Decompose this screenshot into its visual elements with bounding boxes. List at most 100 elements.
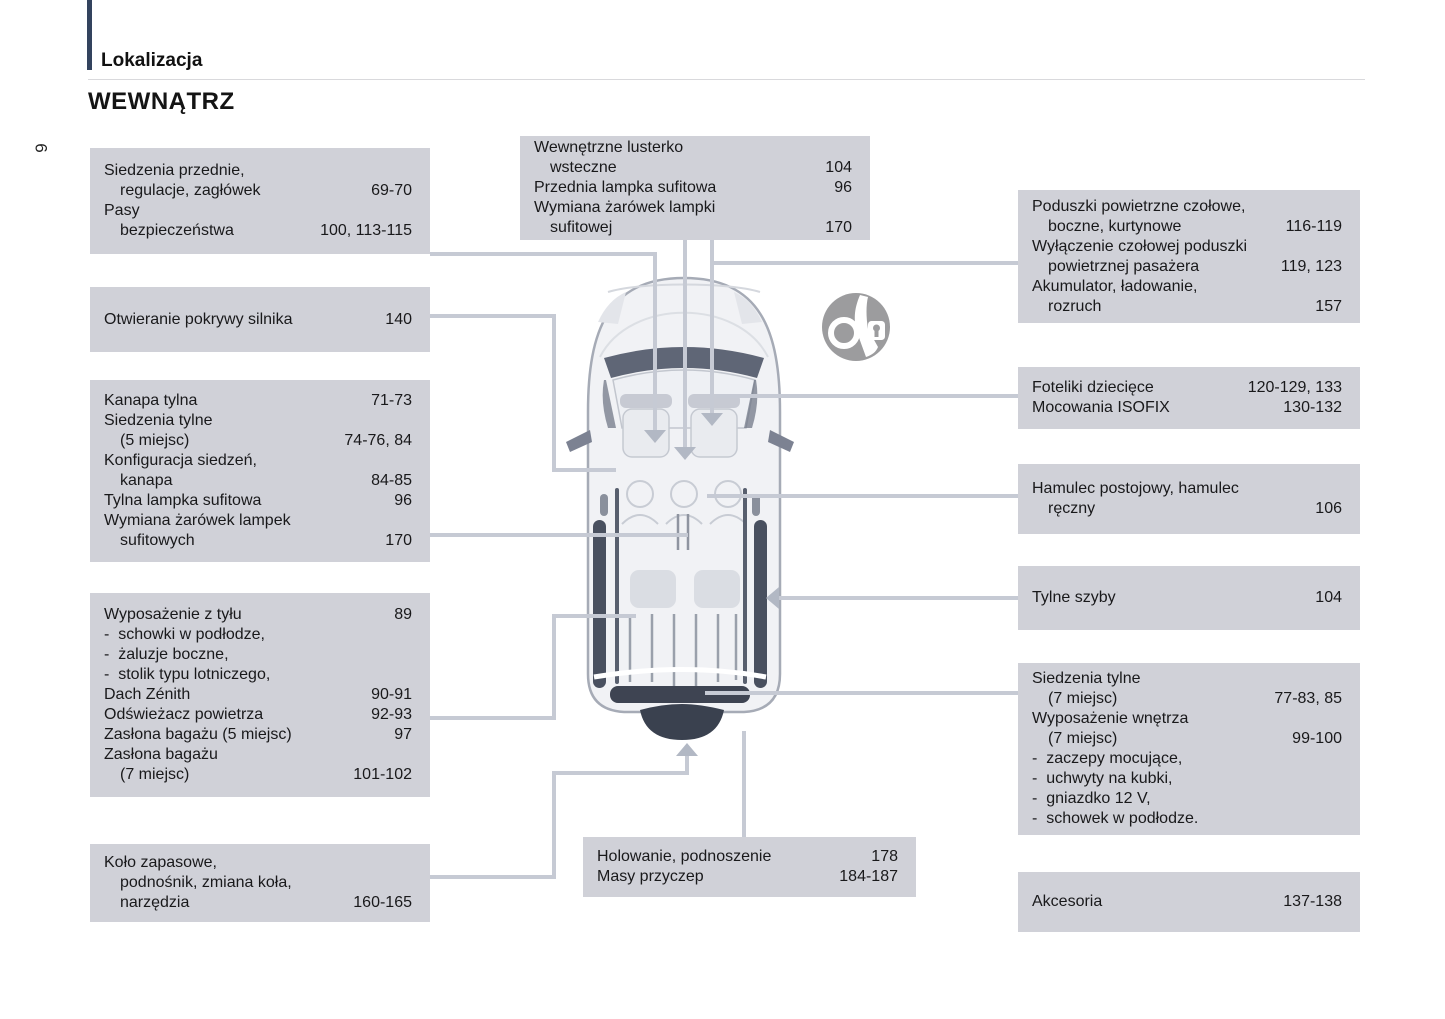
callout-line: Wyłączenie czołowej poduszki (1032, 237, 1342, 257)
callout-label: Wymiana żarówek lampek (104, 512, 291, 529)
callout-line: Zasłona bagażu (104, 745, 412, 765)
callout-label: Tylne szyby (1032, 589, 1116, 606)
callout-label: Odświeżacz powietrza (104, 706, 264, 723)
callout-line: - stolik typu lotniczego, (104, 665, 412, 685)
side-rails (615, 488, 747, 684)
callout-pages: 119, 123 (1280, 257, 1342, 275)
callout-line: Siedzenia przednie, (104, 161, 412, 181)
callout-airbags-battery: Poduszki powietrzne czołowe,boczne, kurt… (1018, 190, 1360, 323)
callout-pages: 90-91 (371, 686, 412, 703)
callout-line: sufitowej 170 (534, 218, 852, 238)
callout-line: (5 miejsc) 74-76, 84 (104, 431, 412, 451)
callout-label: Akcesoria (1032, 893, 1103, 910)
callout-pages: 106 (1315, 500, 1342, 517)
callout-label: - schowki w podłodze, (104, 626, 265, 643)
callout-line: - uchwyty na kubki, (1032, 769, 1342, 789)
callout-label: narzędzia (120, 894, 190, 911)
driver-seat-back (620, 394, 672, 408)
callout-label: Wewnętrzne lusterko (534, 139, 684, 156)
rear-window-trim-left (593, 520, 606, 688)
callout-label: Mocowania ISOFIX (1032, 399, 1170, 416)
callout-label: - żaluzje boczne, (104, 646, 229, 663)
callout-label: Poduszki powietrzne czołowe, (1032, 197, 1246, 215)
callout-label: Wyłączenie czołowej poduszki (1032, 237, 1248, 255)
callout-pages: 71-73 (371, 392, 412, 409)
callout-label: Otwieranie pokrywy silnika (104, 310, 293, 328)
callout-pages: 137-138 (1283, 893, 1342, 910)
callout-label: Akumulator, ładowanie, (1032, 277, 1198, 295)
third-row-right (694, 570, 740, 608)
callout-label: bezpieczeństwa (120, 222, 234, 239)
callout-label: Siedzenia przednie, (104, 162, 245, 179)
connector-arrow (701, 413, 723, 426)
connector-line (705, 691, 1018, 695)
callout-pages: 97 (394, 726, 412, 743)
connector-line (712, 261, 1018, 265)
callout-label: Kanapa tylna (104, 392, 198, 409)
callout-pages: 89 (394, 606, 412, 623)
callout-line: powietrznej pasażera 119, 123 (1032, 257, 1342, 277)
callout-pages: 74-76, 84 (344, 432, 412, 449)
callout-pages: 157 (1315, 297, 1342, 315)
rear-window-trim-right (754, 520, 767, 688)
callout-pages: 99-100 (1292, 730, 1342, 747)
callout-label: powietrznej pasażera (1048, 257, 1200, 275)
header-divider (88, 79, 1365, 80)
callout-pages: 77-83, 85 (1274, 690, 1342, 707)
callout-label: Siedzenia tylne (104, 412, 213, 429)
a-pillar-right (744, 380, 758, 428)
callout-line: (7 miejsc) 99-100 (1032, 729, 1342, 749)
callout-rear-equipment: Wyposażenie z tyłu 89 - schowki w podłodze… (90, 593, 430, 797)
callout-pages: 96 (394, 492, 412, 509)
callout-label: (7 miejsc) (120, 766, 190, 783)
callout-pages: 160-165 (353, 894, 412, 911)
callout-pages: 69-70 (371, 182, 412, 199)
callout-label: - uchwyty na kubki, (1032, 770, 1173, 787)
spare-wheel (640, 704, 724, 740)
callout-label: sufitowej (550, 219, 613, 236)
callout-line: (7 miejsc)101-102 (104, 765, 412, 785)
callout-pages: 104 (825, 159, 852, 176)
callout-label: Pasy (104, 202, 140, 219)
callout-line: Wyposażenie wnętrza (1032, 709, 1342, 729)
callout-label: Wyposażenie z tyłu (104, 606, 242, 623)
connector-line (552, 614, 636, 618)
connector-line (552, 468, 616, 472)
connector-arrow (676, 743, 698, 756)
connector-line (716, 394, 1018, 398)
door-handle-right (752, 494, 760, 516)
callout-line: - żaluzje boczne, (104, 645, 412, 665)
connector-line (653, 252, 657, 430)
callout-line: Kanapa tylna 71-73 (104, 391, 412, 411)
third-row-left (630, 570, 676, 608)
callout-label: (7 miejsc) (1048, 730, 1118, 747)
callout-line: - schowek w podłodze. (1032, 809, 1342, 829)
callout-pages: 170 (825, 219, 852, 236)
connector-line (552, 771, 556, 879)
callout-label: podnośnik, zmiana koła, (120, 874, 292, 891)
connector-line (707, 494, 1018, 498)
callout-pages: 116-119 (1285, 217, 1342, 235)
callout-label: (5 miejsc) (120, 432, 190, 449)
callout-line: Wyposażenie z tyłu 89 (104, 605, 412, 625)
callout-line: Poduszki powietrzne czołowe, (1032, 197, 1342, 217)
connector-line (552, 614, 556, 720)
callout-label: Wymiana żarówek lampki (534, 199, 716, 216)
callout-line: Koło zapasowe, (104, 853, 412, 873)
floor-rails (628, 614, 738, 686)
connector-arrow (674, 447, 696, 460)
callout-label: Foteliki dziecięce (1032, 379, 1154, 396)
callout-line: Wymiana żarówek lampek (104, 511, 412, 531)
